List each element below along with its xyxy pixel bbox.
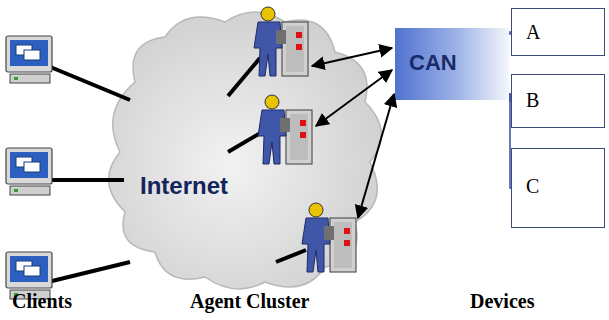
bus-box: CAN — [395, 28, 509, 100]
node-text: A — [526, 21, 604, 44]
caption-label: Devices — [470, 290, 534, 313]
client-computer — [6, 36, 52, 83]
caption-label: Agent Cluster — [190, 290, 309, 313]
client-link — [48, 66, 130, 100]
node-text: C — [526, 175, 604, 198]
agent-server — [258, 95, 312, 164]
agent-link — [276, 250, 306, 262]
agent-can-arrow — [316, 70, 392, 126]
group-label: Agent Cluster — [190, 290, 309, 312]
device-box: B — [511, 74, 605, 128]
agent-server — [302, 203, 356, 272]
group-label: Devices — [470, 290, 534, 312]
agent-server — [254, 7, 308, 76]
agent-can-arrow — [358, 94, 394, 218]
client-link — [48, 262, 130, 282]
agent-link — [228, 132, 262, 152]
device-box: C — [511, 148, 605, 228]
client-computer — [6, 148, 52, 195]
cloud-shape — [109, 12, 382, 289]
client-link — [52, 178, 124, 182]
group-label: Clients — [12, 290, 72, 312]
device-box: A — [511, 8, 605, 56]
node-text: Internet — [140, 172, 395, 200]
node-text: B — [526, 89, 604, 112]
agent-can-arrow — [312, 48, 392, 66]
caption-label: Clients — [12, 290, 72, 313]
node-text: CAN — [409, 50, 509, 76]
agent-link — [228, 58, 260, 96]
